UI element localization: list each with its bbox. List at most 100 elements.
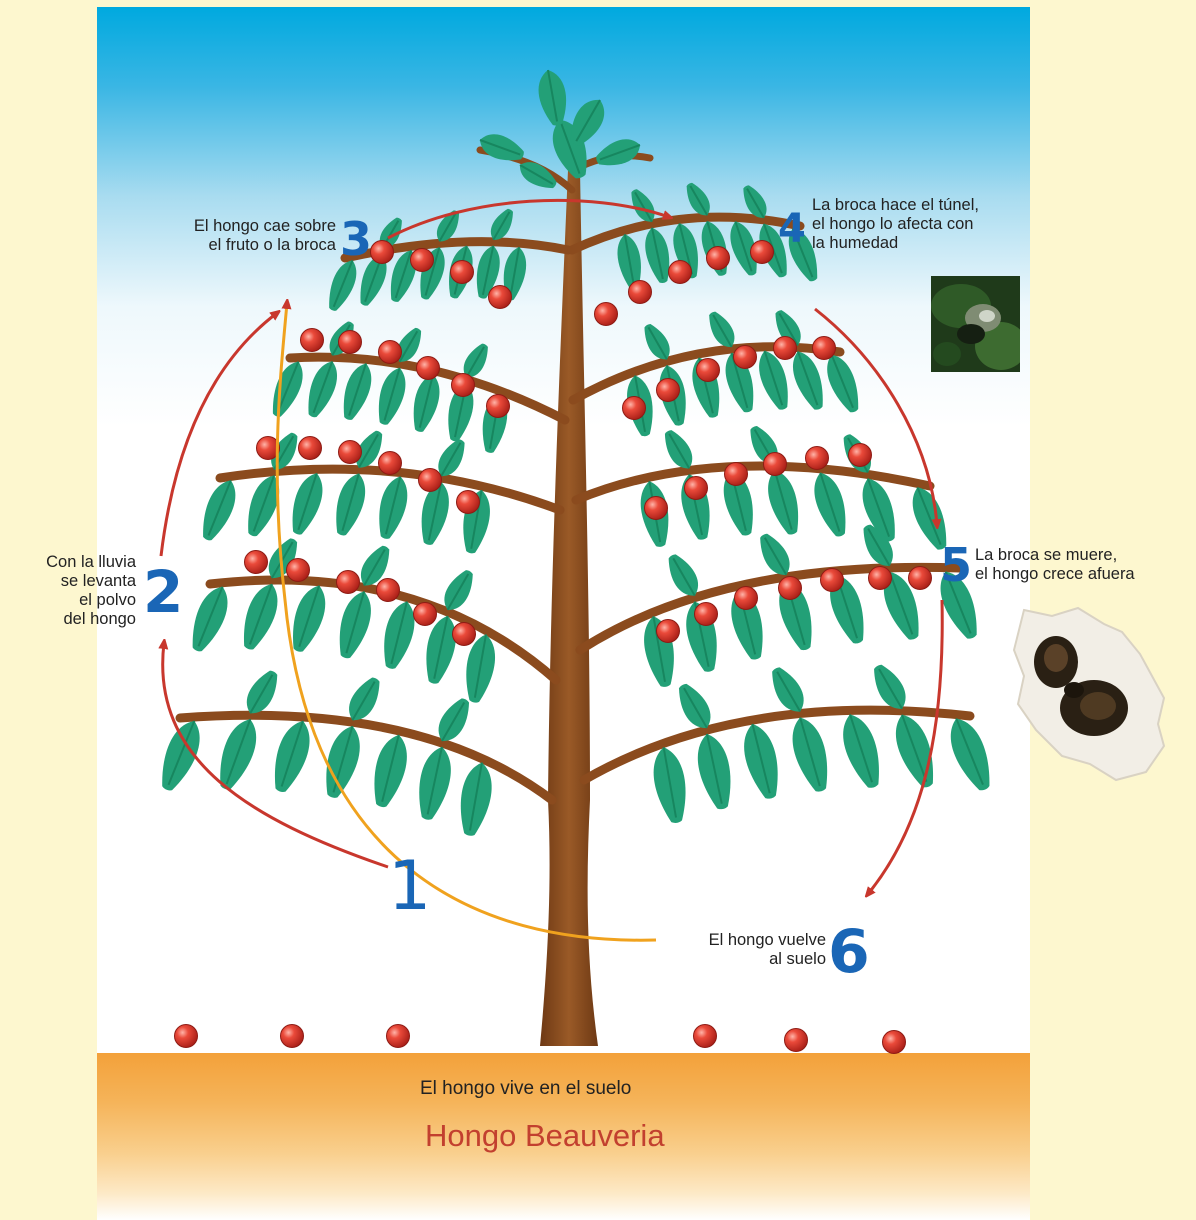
step-4-line-1: La broca hace el túnel,: [812, 196, 1038, 215]
coffee-fruit: [779, 577, 802, 600]
leaf: [337, 360, 377, 423]
leaf: [942, 713, 999, 795]
step-5-number: 5: [940, 540, 972, 590]
leaf: [332, 588, 377, 662]
leaf: [372, 365, 411, 428]
coffee-fruit: [735, 587, 758, 610]
coffee-fruit: [869, 567, 892, 590]
leaf: [762, 467, 806, 538]
coffee-fruit: [806, 447, 829, 470]
coffee-fruit: [281, 1025, 304, 1048]
step-3-line-2: el fruto o la broca: [128, 236, 336, 255]
coffee-fruit: [629, 281, 652, 304]
coffee-fruit: [379, 341, 402, 364]
coffee-fruit: [883, 1031, 906, 1054]
step-4-line-3: la humedad: [812, 234, 1038, 253]
step-4-text: La broca hace el túnel, el hongo lo afec…: [812, 196, 1038, 253]
coffee-fruit: [337, 571, 360, 594]
coffee-fruit: [287, 559, 310, 582]
step-4-line-2: el hongo lo afecta con: [812, 215, 1038, 234]
coffee-fruit: [751, 241, 774, 264]
step-3-text: El hongo cae sobre el fruto o la broca: [128, 217, 336, 255]
step-3-number: 3: [340, 214, 372, 264]
leaf: [408, 372, 445, 435]
coffee-fruit: [417, 357, 440, 380]
step-2-text: Con la lluvia se levanta el polvo del ho…: [0, 553, 136, 629]
coffee-fruit: [299, 437, 322, 460]
coffee-fruit: [821, 569, 844, 592]
step-6-number: 6: [828, 920, 870, 984]
coffee-fruit: [707, 247, 730, 270]
coffee-fruit: [452, 374, 475, 397]
leaf: [329, 470, 371, 538]
coffee-fruit: [411, 249, 434, 272]
coffee-fruit: [697, 359, 720, 382]
leaf: [786, 713, 836, 795]
coffee-fruit: [849, 444, 872, 467]
leaf: [412, 744, 456, 823]
coffee-fruit: [339, 441, 362, 464]
coffee-fruit: [419, 469, 442, 492]
coffee-fruit: [487, 395, 510, 418]
coffee-fruit: [595, 303, 618, 326]
coffee-fruit: [694, 1025, 717, 1048]
step-6-text: El hongo vuelve al suelo: [630, 931, 826, 969]
coffee-fruit: [685, 477, 708, 500]
step-2-line-2: se levanta: [0, 572, 136, 591]
leaf: [367, 731, 413, 810]
leaf: [301, 357, 343, 420]
coffee-fruit: [657, 620, 680, 643]
step-3-line-1: El hongo cae sobre: [128, 217, 336, 236]
leaf: [184, 582, 235, 656]
leaf: [285, 469, 329, 538]
step-2-line-4: del hongo: [0, 610, 136, 629]
coffee-fruit: [669, 261, 692, 284]
coffee-fruit: [339, 331, 362, 354]
leaf: [593, 134, 644, 172]
coffee-fruit: [377, 579, 400, 602]
leaf: [195, 476, 242, 545]
diagram-title: Hongo Beauveria: [425, 1118, 665, 1154]
coffee-fruit: [909, 567, 932, 590]
leaf: [738, 720, 786, 802]
coffee-fruit: [764, 453, 787, 476]
coffee-fruit: [657, 379, 680, 402]
leaf: [373, 473, 413, 541]
coffee-fruit: [695, 603, 718, 626]
step-5-line-1: La broca se muere,: [975, 546, 1196, 565]
leaf: [808, 469, 854, 540]
coffee-fruit: [774, 337, 797, 360]
coffee-fruit: [451, 261, 474, 284]
step-2-number: 2: [143, 560, 183, 624]
coffee-fruit: [489, 286, 512, 309]
coffee-fruit: [453, 623, 476, 646]
step-5-text: La broca se muere, el hongo crece afuera: [975, 546, 1196, 584]
trunk: [540, 170, 598, 1046]
coffee-fruit: [175, 1025, 198, 1048]
leaf: [836, 710, 888, 792]
coffee-fruit: [645, 497, 668, 520]
leaf: [820, 350, 866, 416]
coffee-fruit: [457, 491, 480, 514]
step-1-number: 1: [388, 852, 431, 922]
leaf: [888, 710, 943, 792]
step-6-line-2: al suelo: [630, 950, 826, 969]
leaf: [535, 68, 571, 128]
step-4-number: 4: [778, 206, 806, 252]
coffee-fruit: [725, 463, 748, 486]
leaf: [235, 579, 284, 653]
coffee-fruit: [301, 329, 324, 352]
step-6-line-1: El hongo vuelve: [630, 931, 826, 950]
leaf: [266, 357, 310, 420]
coffee-fruit: [387, 1025, 410, 1048]
step-2-line-3: el polvo: [0, 591, 136, 610]
leaf: [692, 731, 738, 812]
coffee-fruit: [734, 346, 757, 369]
leaf: [649, 745, 692, 826]
coffee-fruit: [414, 603, 437, 626]
leaf: [377, 598, 420, 672]
leaf: [266, 716, 317, 796]
coffee-fruit: [785, 1029, 808, 1052]
step-5-line-2: el hongo crece afuera: [975, 565, 1196, 584]
infected-berry-photo: [931, 276, 1020, 372]
